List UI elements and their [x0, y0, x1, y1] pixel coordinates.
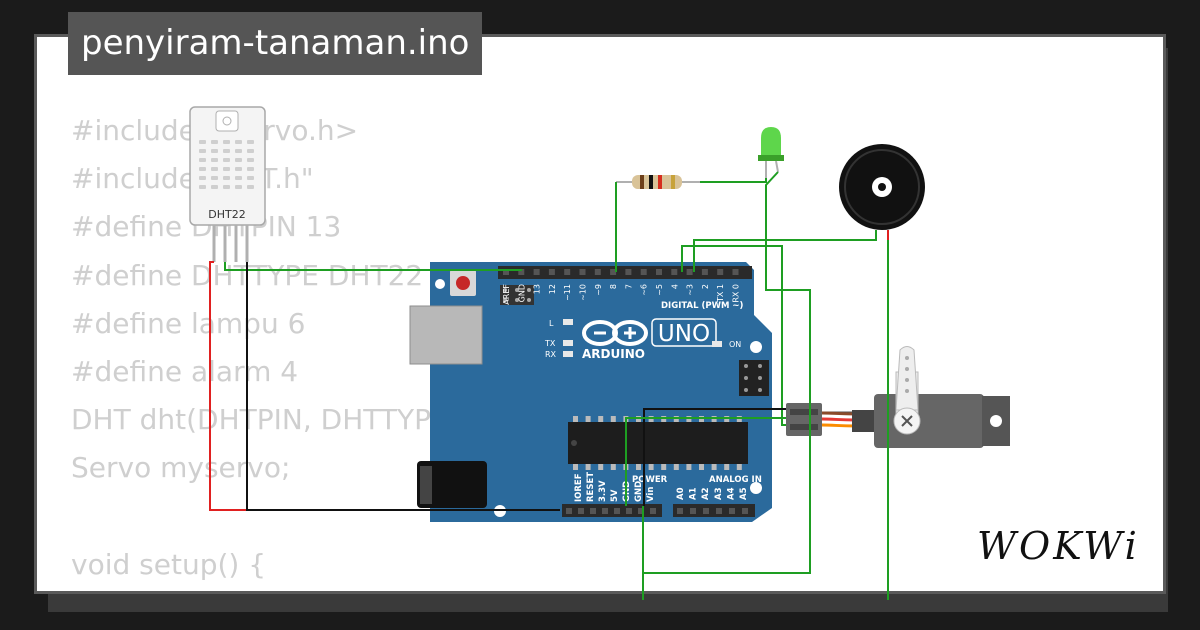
digital-pin-label: GND	[517, 284, 526, 302]
usb-port	[409, 305, 483, 365]
digital-pin-label: ~10	[579, 284, 588, 301]
code-line: #define lampu 6	[71, 306, 306, 340]
digital-pin-label: ~5	[655, 284, 664, 296]
digital-pin-label: 12	[548, 284, 557, 294]
board-model: UNO	[658, 321, 710, 347]
arduino-logo	[582, 320, 648, 346]
digital-pin-label: ~11	[563, 284, 572, 301]
piezo-buzzer[interactable]	[839, 144, 925, 230]
analog-header-label: ANALOG IN	[709, 475, 762, 485]
on-label: ON	[729, 340, 741, 349]
digital-pin-label: 8	[609, 284, 618, 289]
digital-pin-label: ~6	[640, 284, 649, 296]
code-line: #define alarm 4	[71, 355, 299, 389]
analog-pin-label: A1	[689, 487, 699, 500]
digital-pin-label: TX 1	[716, 284, 725, 303]
resistor[interactable]	[616, 175, 700, 189]
power-pin-label: RESET	[586, 472, 596, 502]
digital-pin-label: ~3	[686, 284, 695, 296]
dht22-sensor[interactable]: DHT22	[189, 106, 266, 262]
analog-pin-label: A5	[739, 487, 749, 500]
power-header-label: POWER	[632, 475, 668, 485]
digital-pin-label: 13	[533, 284, 542, 294]
board-logo-text: ARDUINO	[582, 347, 645, 361]
sensor-grille	[199, 140, 254, 189]
project-title: penyiram-tanaman.ino	[68, 12, 483, 75]
power-header	[562, 504, 662, 517]
servo-motor[interactable]	[786, 346, 1010, 449]
rx-label: RX	[545, 350, 557, 359]
green-led[interactable]	[758, 127, 784, 178]
power-pin-label: Vin	[646, 487, 656, 502]
analog-pin-label: A4	[726, 487, 736, 500]
code-line: void setup() {	[71, 547, 267, 581]
wires	[209, 171, 889, 600]
digital-pin-label: 7	[624, 284, 633, 289]
power-pin-label: 3.3V	[598, 480, 608, 502]
power-pin-label: IOREF	[574, 473, 584, 502]
analog-pin-label: A2	[701, 487, 711, 500]
digital-header-label: DIGITAL (PWM ~)	[661, 301, 743, 311]
analog-pin-label: A3	[714, 487, 724, 500]
power-pin-label: 5V	[610, 489, 620, 502]
digital-pin-label: AREF	[502, 284, 511, 305]
digital-pin-label: ~9	[594, 284, 603, 296]
wokwi-logo: WOKWi	[977, 524, 1140, 568]
digital-pin-label: 2	[701, 284, 710, 289]
tx-label: TX	[544, 339, 556, 348]
code-line: #define DHTPIN 13	[71, 210, 342, 244]
power-pin-label: GND	[634, 481, 644, 502]
led-l-label: L	[549, 319, 554, 328]
code-line: Servo myservo;	[71, 451, 291, 485]
digital-pin-label: RX 0	[732, 284, 741, 303]
analog-pin-label: A0	[676, 487, 686, 500]
code-line: #define DHTTYPE DHT22	[71, 258, 424, 292]
microcontroller-chip	[568, 416, 748, 470]
sensor-label: DHT22	[208, 208, 245, 221]
digital-pin-labels: AREF GND 13 12 ~11 ~10 ~9 8 7 ~6 ~5 4 ~3 2 TX 1 RX 0	[502, 284, 741, 305]
power-jack	[417, 461, 487, 508]
digital-pin-label: 4	[670, 284, 679, 289]
arduino-uno-board[interactable]: AREF GND 13 12 ~11 ~10 ~9 8 7 ~6 ~5 4 ~3 2 TX 1 RX 0 DI…	[409, 262, 772, 522]
